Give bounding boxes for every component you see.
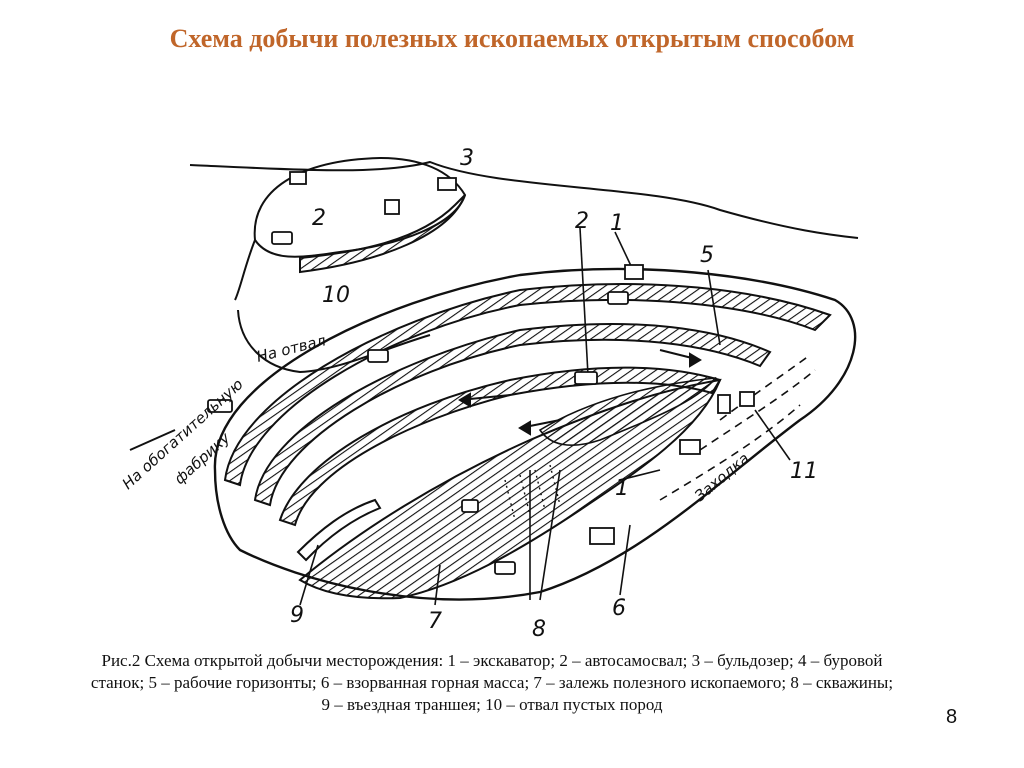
upper-ore-strip xyxy=(538,377,717,446)
truck-icon xyxy=(574,371,598,385)
page-number: 8 xyxy=(946,706,958,728)
truck-icon xyxy=(607,291,629,305)
excavator-icon xyxy=(679,439,701,455)
label-1-face: 1 xyxy=(615,476,629,501)
drill-rig-icon xyxy=(717,394,731,414)
label-6: 6 xyxy=(612,596,626,621)
label-9: 9 xyxy=(290,603,304,628)
excavator-icon xyxy=(384,199,400,215)
entry-trench xyxy=(296,498,382,562)
label-10: 10 xyxy=(322,283,350,308)
face-lines xyxy=(659,354,816,501)
label-11: 11 xyxy=(790,459,818,484)
road-to-dump xyxy=(237,309,431,374)
truck-icon xyxy=(367,349,389,363)
label-8: 8 xyxy=(532,617,546,642)
label-2-top: 2 xyxy=(575,209,589,234)
machinery xyxy=(207,171,755,575)
figure-caption: Рис.2 Схема открытой добычи месторождени… xyxy=(20,650,964,716)
label-zakhodka: Заходка xyxy=(691,449,753,505)
bulldozer-icon xyxy=(437,177,457,191)
drill-holes xyxy=(504,464,561,521)
truck-icon xyxy=(494,561,516,575)
waste-dump xyxy=(234,156,467,301)
label-3: 3 xyxy=(460,146,474,171)
truck-icon xyxy=(461,499,479,513)
excavator-icon xyxy=(624,264,644,280)
label-2-dump: 2 xyxy=(312,206,326,231)
label-5: 5 xyxy=(700,243,714,268)
label-1-top: 1 xyxy=(610,211,624,236)
haul-arrows xyxy=(129,349,702,451)
ground-surface-line xyxy=(189,160,859,239)
label-7: 7 xyxy=(428,609,442,634)
truck-icon xyxy=(271,231,293,245)
truck-icon xyxy=(207,399,233,413)
page-title: Схема добычи полезных ископаемых открыты… xyxy=(169,24,855,53)
caption-line-2: станок; 5 – рабочие горизонты; 6 – взорв… xyxy=(90,673,894,692)
open-pit-diagram: 1 2 2 3 5 10 11 1 6 8 7 9 На отвал На об… xyxy=(119,146,859,642)
drill-rig-icon xyxy=(739,391,755,407)
caption-line-1: Рис.2 Схема открытой добычи месторождени… xyxy=(101,651,883,670)
excavator-icon xyxy=(289,171,307,185)
excavator-icon xyxy=(589,527,615,545)
caption-line-3: 9 – въездная траншея; 10 – отвал пустых … xyxy=(321,695,663,714)
